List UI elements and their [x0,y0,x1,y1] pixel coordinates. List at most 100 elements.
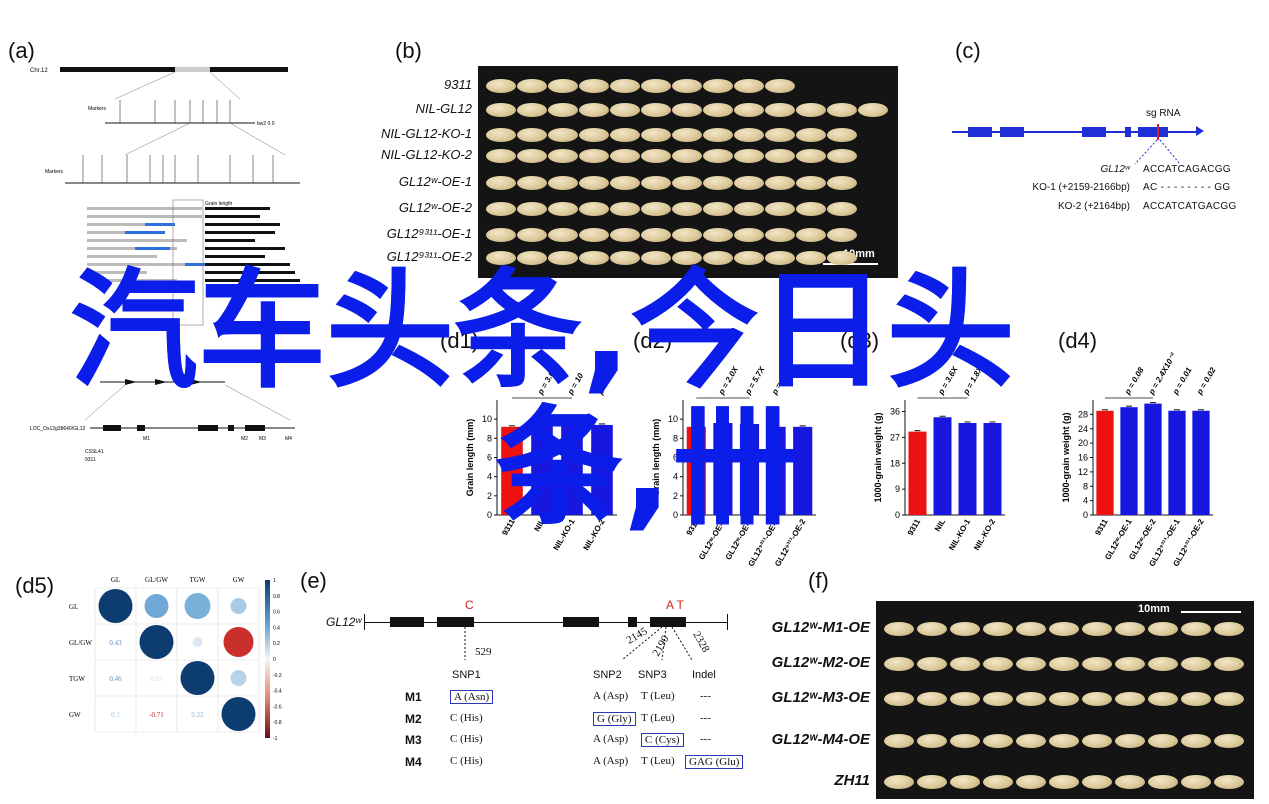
e-pos-529: 529 [475,646,492,658]
grain-seed [796,149,826,163]
grain-seed [950,692,980,706]
y-tick-label: 12 [1078,467,1088,477]
grain-seed [610,103,640,117]
d5-colorbar-label: 1 [273,578,276,584]
grain-seed [734,128,764,142]
e-row-label: M2 [405,712,422,726]
y-tick-label: 4 [1083,496,1088,506]
e-exon [437,617,474,627]
grain-seed [610,149,640,163]
f-row-label: GL12ʷ-M3-OE [771,689,870,706]
d5-cell-value: 0.03 [150,675,163,683]
e-snp-at: A T [666,598,684,612]
panel-b-label: (b) [395,38,422,63]
grain-seed [1181,692,1211,706]
grain-seed [641,228,671,242]
x-tick-label: NIL-KO-2 [972,517,997,552]
grain-seed [579,251,609,265]
e-cell: T (Leu) [641,712,675,724]
c-exon [1125,127,1131,137]
y-tick-label: 2 [673,491,678,501]
d5-cell-value: -0.71 [149,711,164,719]
e-cell: A (Asp) [593,733,629,745]
d5-row-label: GL/GW [69,639,92,647]
e-cell: A (Asp) [593,755,629,767]
grain-seed [610,79,640,93]
grain-seed [827,103,857,117]
grain-seed [1049,622,1079,636]
p-value-label: p = 0.08 [1122,365,1145,396]
d5-circle [184,593,211,619]
y-tick-label: 4 [673,472,678,482]
grain-seed [983,734,1013,748]
panel-f-label: (f) [808,568,829,593]
grain-seed [884,622,914,636]
grain-seed [672,228,702,242]
e-cell: C (His) [450,755,483,767]
grain-seed [1016,734,1046,748]
d5-colorbar-label: -1 [273,736,278,742]
grain-seed [517,79,547,93]
c-row-seq: AC - - - - - - - - GG [1143,182,1231,193]
bar [1096,410,1114,515]
d5-colorbar-label: -0.6 [273,704,282,710]
grain-seed [1148,775,1178,789]
grain-seed [517,128,547,142]
b-row-label: NIL-GL12-KO-2 [380,147,472,162]
ref-label: 9311 [85,457,96,463]
grain-seed [1181,622,1211,636]
grain-seed [548,128,578,142]
markers1-label: Markers [88,106,107,112]
grain-seed [641,128,671,142]
markers2-label: Markers [45,169,64,175]
x-tick-label: 9311 [906,517,923,537]
grain-seed [579,228,609,242]
c-row-seq: ACCATCATGACGG [1143,201,1237,212]
d5-colorbar [265,580,270,738]
grain-seed [1214,692,1244,706]
grain-seed [610,128,640,142]
grain-seed [1181,775,1211,789]
grain-seed [884,657,914,671]
panel-a-map: Chr.12 Markers bw2 0.0 Markers Grain len… [30,67,300,463]
e-gene-label: GL12ʷ [326,615,362,629]
f-row-label: GL12ʷ-M4-OE [771,731,870,748]
grain-seed [950,622,980,636]
cssl-label: CSSL41 [85,449,104,455]
grain-seed [1082,775,1112,789]
e-cell: GAG (Glu) [685,755,744,769]
d5-circle [221,697,256,731]
grain-seed [734,103,764,117]
y-axis-label: Grain length (mm) [465,419,475,497]
bar [531,418,553,515]
grain-seed [579,128,609,142]
grain-seed [1181,657,1211,671]
d5-col-label: GW [233,576,245,584]
b-row-label: GL12⁹³¹¹-OE-2 [386,249,472,264]
c-row-seq: ACCATCAGACGG [1143,164,1231,175]
e-col-header: Indel [692,669,716,681]
e-cell: A (Asp) [593,690,629,702]
grain-seed [858,103,888,117]
c-arrow [1196,126,1204,136]
grain-seed [703,149,733,163]
d5-cell-value: 0.43 [109,639,122,647]
a-m2: M2 [241,436,248,442]
grain-seed [796,202,826,216]
e-exon [390,617,424,627]
grain-seed [548,228,578,242]
y-axis-label: 1000-grain weight (g) [873,412,883,502]
watermark-line-2: 条,卌 [495,394,800,543]
e-exon [563,617,599,627]
d5-circle [223,627,254,657]
grain-seed [610,202,640,216]
e-cell: T (Leu) [641,755,675,767]
e-left-tick [364,614,365,630]
b-row-label: GL12⁹³¹¹-OE-1 [386,226,472,241]
grain-seed [486,128,516,142]
grain-seed [517,228,547,242]
grain-seed [734,79,764,93]
panel-d1-label: (d1) [440,328,480,353]
c-row-label: GL12ʷ [1100,164,1130,175]
